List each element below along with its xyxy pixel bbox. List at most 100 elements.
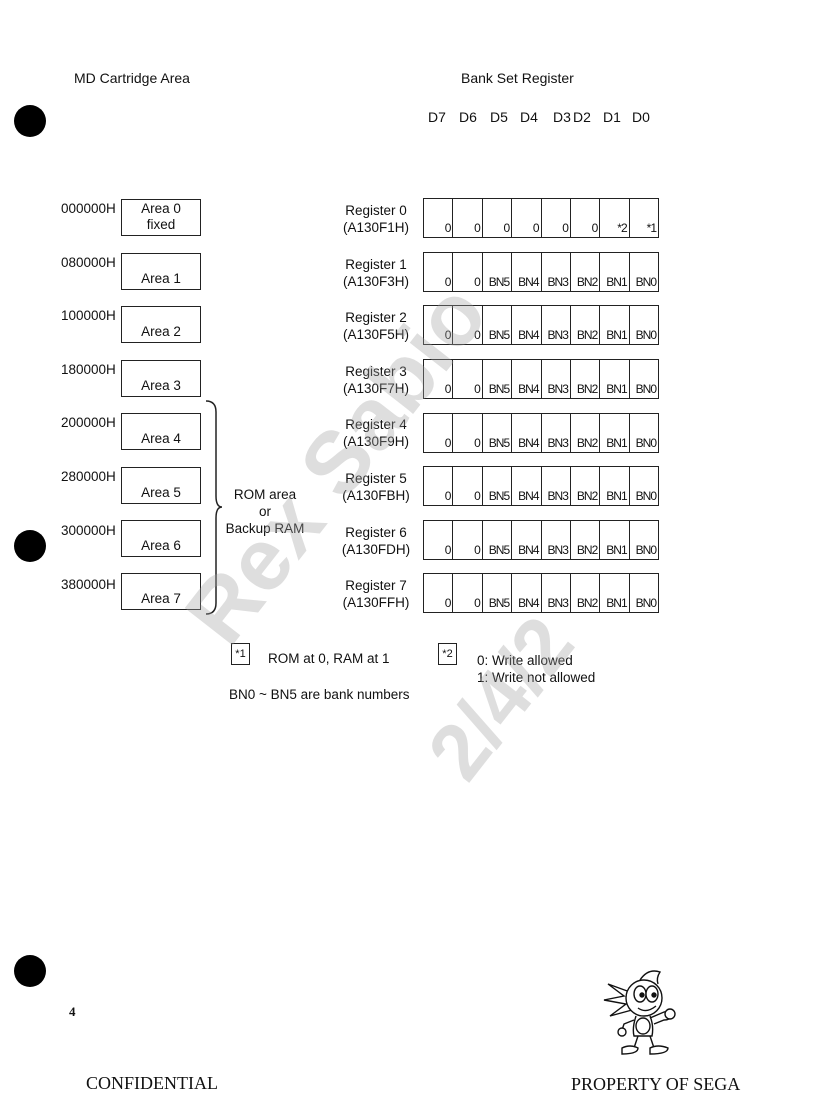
register-bit: 0 bbox=[571, 199, 601, 237]
register-row: 0 0 BN5 BN4 BN3 BN2 BN1 BN0 bbox=[423, 305, 659, 345]
register-bit: BN1 bbox=[600, 521, 630, 559]
register-bit: BN3 bbox=[542, 467, 571, 505]
register-bit: BN4 bbox=[512, 467, 542, 505]
area-box: Area 2 bbox=[121, 306, 201, 343]
register-bit: BN4 bbox=[512, 414, 542, 452]
register-bit: BN3 bbox=[542, 306, 571, 344]
register-bit: BN5 bbox=[483, 253, 513, 291]
area-label: Area 3 bbox=[141, 378, 181, 393]
register-name: Register 3 bbox=[345, 364, 407, 379]
register-bit: 0 bbox=[424, 360, 454, 398]
register-name: Register 2 bbox=[345, 310, 407, 325]
register-address: (A130F9H) bbox=[342, 434, 410, 449]
register-bit: BN1 bbox=[600, 253, 630, 291]
note-2-line: 0: Write allowed bbox=[477, 653, 573, 668]
area-box: Area 4 bbox=[121, 413, 201, 450]
register-bit: 0 bbox=[453, 574, 483, 612]
register-row: 0 0 BN5 BN4 BN3 BN2 BN1 BN0 bbox=[423, 466, 659, 506]
sonic-mascot-icon bbox=[603, 970, 676, 1055]
register-bit: BN2 bbox=[571, 467, 601, 505]
area-address: 200000H bbox=[61, 415, 116, 430]
bit-label: D1 bbox=[603, 109, 621, 125]
register-bit: 0 bbox=[542, 199, 571, 237]
register-bit: BN3 bbox=[542, 574, 571, 612]
register-bit: BN4 bbox=[512, 574, 542, 612]
watermark-stamp: 2/4/2 bbox=[410, 600, 591, 796]
register-bit: 0 bbox=[424, 306, 454, 344]
register-bit: BN2 bbox=[571, 414, 601, 452]
area-label: Area 2 bbox=[141, 324, 181, 339]
register-bit: BN5 bbox=[483, 414, 513, 452]
area-box: Area 0 fixed bbox=[121, 199, 201, 236]
register-bit: BN0 bbox=[635, 328, 657, 342]
area-address: 180000H bbox=[61, 362, 116, 377]
register-label: Register 1 (A130F3H) bbox=[336, 256, 416, 290]
area-box: Area 6 bbox=[121, 520, 201, 557]
brace-bracket bbox=[205, 400, 222, 615]
area-label: Area 5 bbox=[141, 485, 181, 500]
bit-label: D5 bbox=[490, 109, 508, 125]
register-bit: BN1 bbox=[600, 574, 630, 612]
area-label: Area 4 bbox=[141, 431, 181, 446]
register-bit: BN3 bbox=[542, 414, 571, 452]
register-label: Register 3 (A130F7H) bbox=[336, 363, 416, 397]
register-bit: 0 bbox=[453, 199, 483, 237]
punch-hole bbox=[14, 105, 46, 137]
register-bit: 0 bbox=[453, 414, 483, 452]
register-bit: BN0 bbox=[635, 275, 657, 289]
register-address: (A130F7H) bbox=[342, 381, 410, 396]
register-bit: BN1 bbox=[600, 306, 630, 344]
register-row: 0 0 0 0 0 0 *2 *1 bbox=[423, 198, 659, 238]
confidential-label: CONFIDENTIAL bbox=[86, 1073, 218, 1093]
register-bit: BN3 bbox=[542, 521, 571, 559]
register-bit: BN2 bbox=[571, 306, 601, 344]
area-label: Area 6 bbox=[141, 538, 181, 553]
register-bit: 0 bbox=[453, 253, 483, 291]
register-row: 0 0 BN5 BN4 BN3 BN2 BN1 BN0 bbox=[423, 252, 659, 292]
register-bit: BN0 bbox=[635, 436, 657, 450]
register-bit: BN1 bbox=[600, 360, 630, 398]
note-2-line: 1: Write not allowed bbox=[477, 670, 596, 685]
cartridge-area-title: MD Cartridge Area bbox=[74, 70, 190, 86]
register-bit: 0 bbox=[424, 253, 454, 291]
register-address: (A130FBH) bbox=[342, 488, 410, 503]
register-bit: 0 bbox=[483, 199, 513, 237]
brace-label: ROM area or Backup RAM bbox=[222, 486, 308, 537]
area-box: Area 1 bbox=[121, 253, 201, 290]
register-label: Register 0 (A130F1H) bbox=[336, 202, 416, 236]
register-bit: BN1 bbox=[600, 467, 630, 505]
register-row: 0 0 BN5 BN4 BN3 BN2 BN1 BN0 bbox=[423, 520, 659, 560]
note-2-marker: *2 bbox=[438, 643, 457, 665]
register-bit: BN4 bbox=[512, 306, 542, 344]
register-label: Register 6 (A130FDH) bbox=[336, 524, 416, 558]
register-bit: BN5 bbox=[483, 306, 513, 344]
note-1-text: ROM at 0, RAM at 1 bbox=[268, 651, 390, 666]
register-bit: 0 bbox=[453, 467, 483, 505]
bank-register-title: Bank Set Register bbox=[461, 70, 574, 86]
area-address: 280000H bbox=[61, 469, 116, 484]
area-address: 380000H bbox=[61, 577, 116, 592]
register-label: Register 4 (A130F9H) bbox=[336, 416, 416, 450]
register-bit: *1 bbox=[646, 221, 657, 235]
property-label: PROPERTY OF SEGA bbox=[571, 1074, 741, 1094]
register-bit: 0 bbox=[453, 306, 483, 344]
register-address: (A130FFH) bbox=[342, 595, 410, 610]
area-address: 080000H bbox=[61, 255, 116, 270]
register-address: (A130F3H) bbox=[342, 274, 410, 289]
area-box: Area 7 bbox=[121, 573, 201, 610]
register-name: Register 0 bbox=[345, 203, 407, 218]
area-address: 000000H bbox=[61, 201, 116, 216]
register-bit: *2 bbox=[600, 199, 630, 237]
area-sublabel: fixed bbox=[146, 217, 176, 232]
punch-hole bbox=[14, 530, 46, 562]
register-bit: 0 bbox=[424, 574, 454, 612]
register-bit: BN5 bbox=[483, 574, 513, 612]
bit-label: D7 bbox=[428, 109, 446, 125]
register-bit: 0 bbox=[453, 521, 483, 559]
note-1-marker: *1 bbox=[231, 643, 250, 665]
register-bit: BN5 bbox=[483, 521, 513, 559]
register-bit: BN4 bbox=[512, 360, 542, 398]
register-name: Register 5 bbox=[345, 471, 407, 486]
register-name: Register 4 bbox=[345, 417, 407, 432]
brace-label-line: or bbox=[258, 504, 271, 519]
